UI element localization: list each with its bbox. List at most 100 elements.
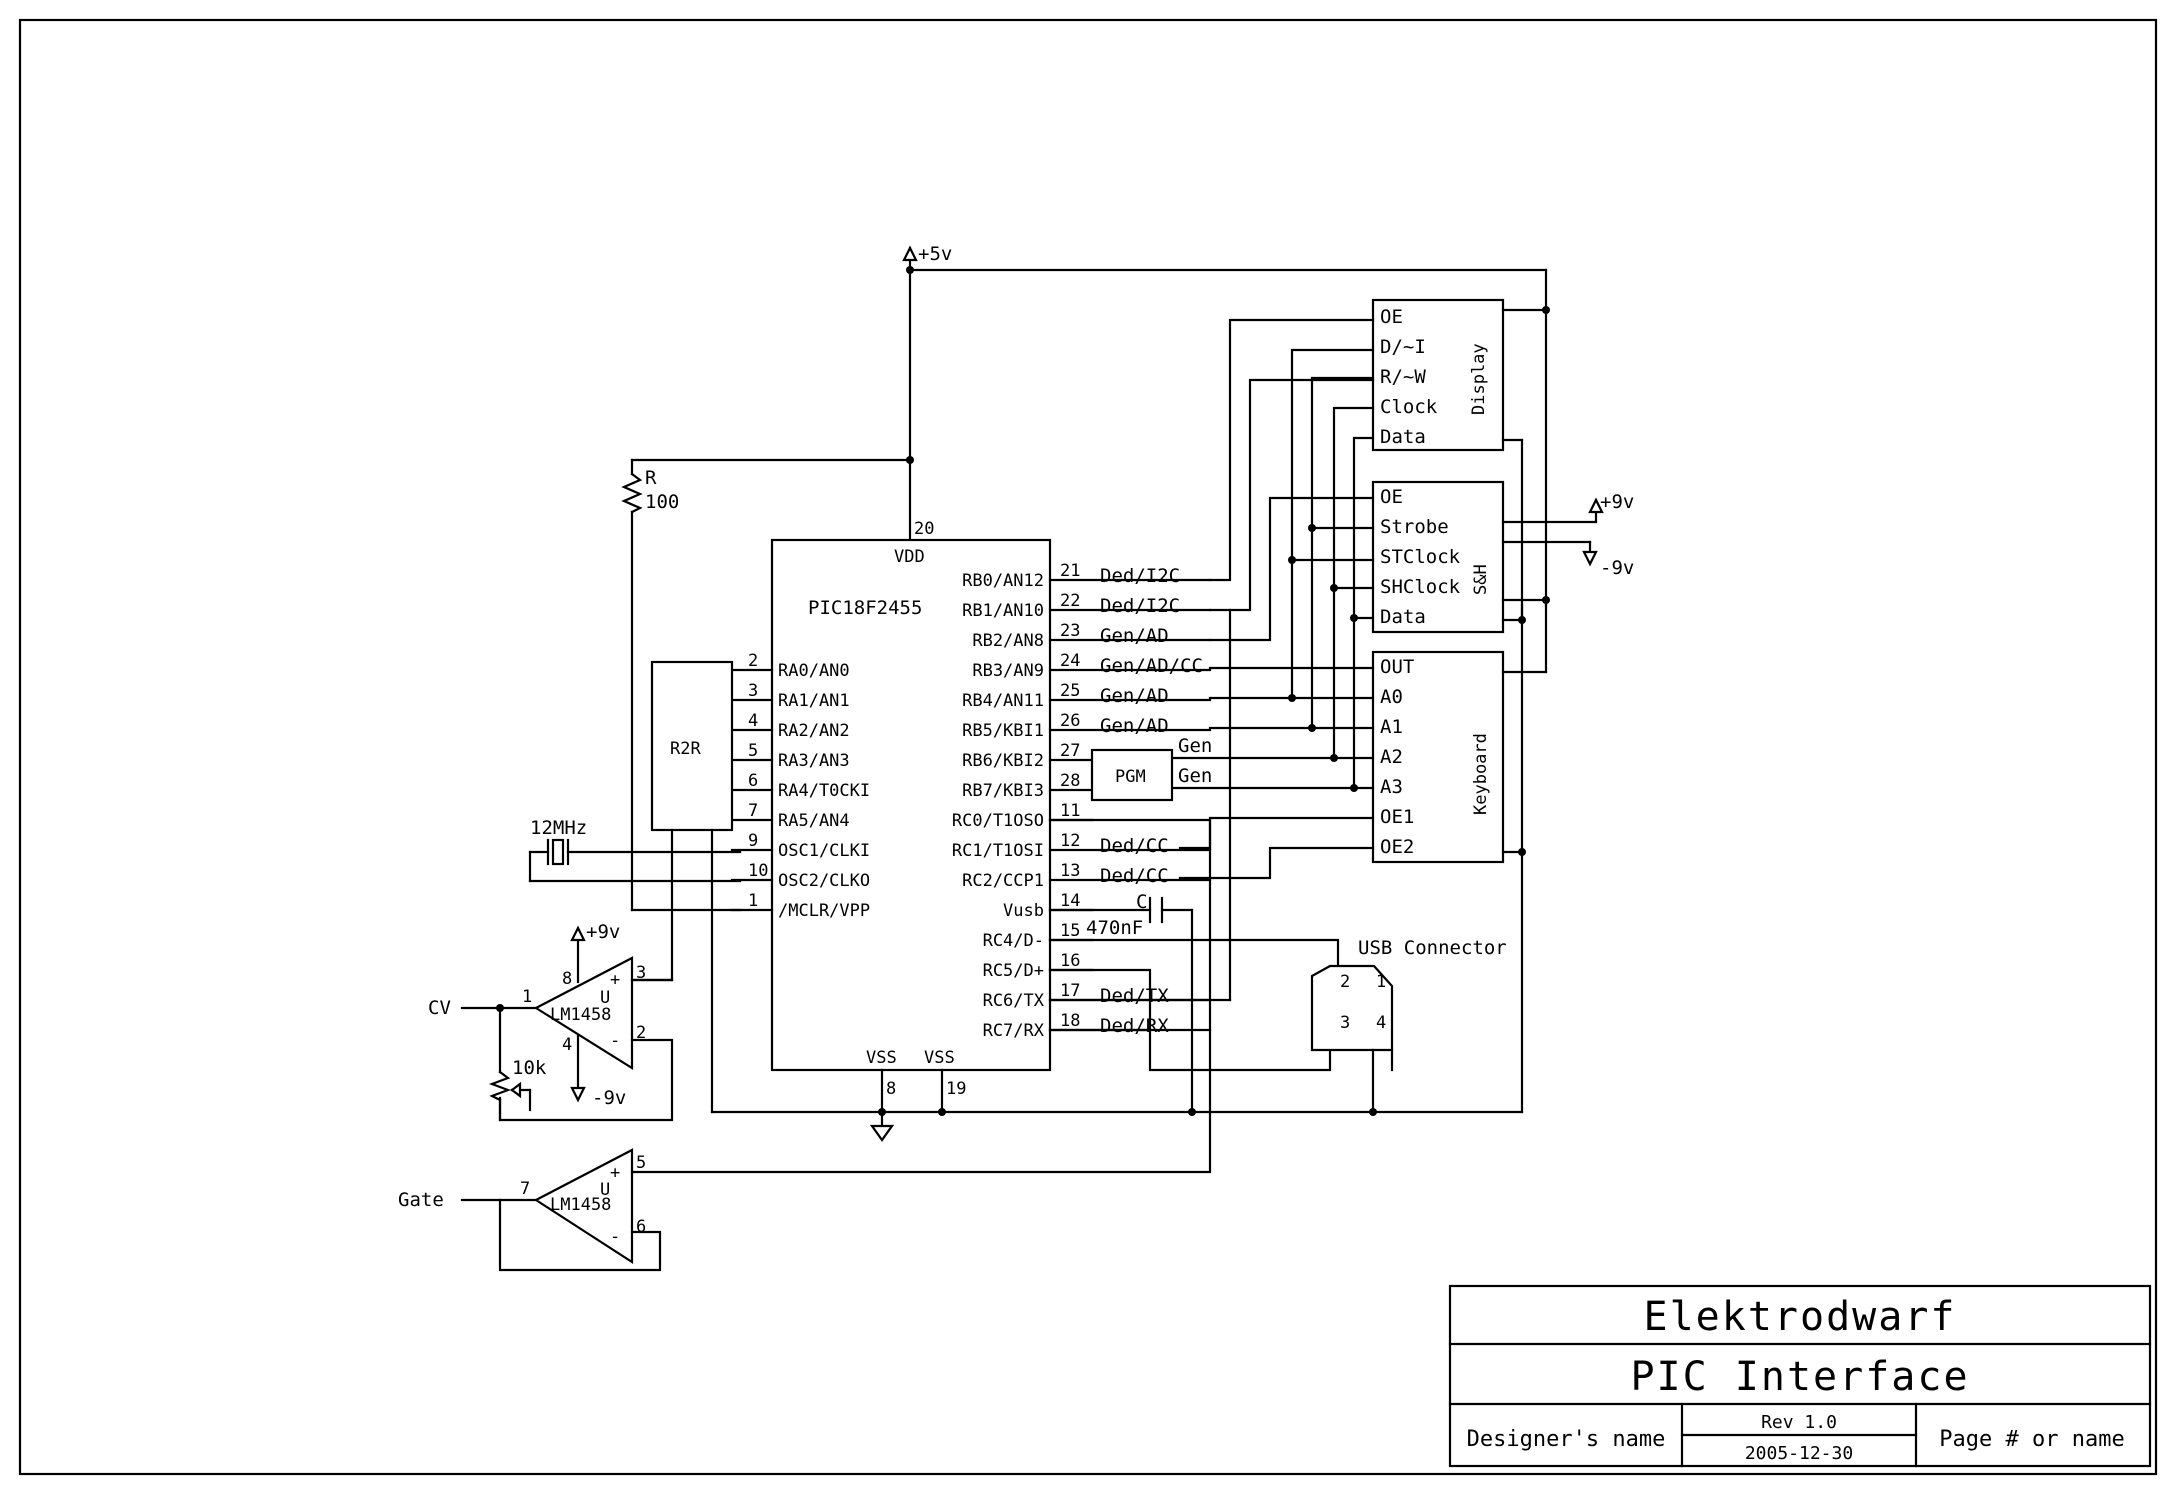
resistor-value: 100 bbox=[645, 491, 679, 513]
pic-left-pin-num: 9 bbox=[748, 831, 758, 851]
capacitor-c: C 470nF bbox=[1048, 891, 1194, 1114]
usb-pin-4: 4 bbox=[1376, 1013, 1386, 1033]
cv-label: CV bbox=[428, 997, 451, 1019]
pic-vss-label-1: VSS bbox=[866, 1048, 897, 1068]
pic-right-pin-num: 15 bbox=[1060, 921, 1080, 941]
pic-right-pin-name: RC1/T1OSI bbox=[952, 841, 1044, 861]
kb-pins-label: OE1 bbox=[1380, 806, 1414, 828]
title-rev: Rev 1.0 bbox=[1761, 1412, 1837, 1433]
pic-right-pin-name: RB6/KBI2 bbox=[962, 751, 1044, 771]
opamp1-pin-1: 1 bbox=[522, 987, 532, 1007]
pic-chip: 20 VDD PIC18F2455 VSS VSS 8 19 bbox=[770, 519, 1052, 1114]
pic-vss-pin-19: 19 bbox=[946, 1079, 966, 1099]
pic-right-pin-num: 12 bbox=[1060, 831, 1080, 851]
usb-pin-3: 3 bbox=[1340, 1013, 1350, 1033]
pic-right-pin-net: Ded/CC bbox=[1100, 835, 1169, 857]
pic-right-pin-net: Ded/RX bbox=[1100, 1015, 1169, 1037]
pic-right-pin-name: RC6/TX bbox=[983, 991, 1045, 1011]
sh-title: S&H bbox=[1471, 564, 1491, 595]
pic-right-pin-net: Gen/AD/CC bbox=[1100, 655, 1203, 677]
pic-right-pin-net: Ded/CC bbox=[1100, 865, 1169, 887]
pic-right-pin-name: RB3/AN9 bbox=[972, 661, 1044, 681]
pic-vss-pin-8: 8 bbox=[886, 1079, 896, 1099]
kb-pins-label: A2 bbox=[1380, 746, 1403, 768]
pic-left-pin-name: RA2/AN2 bbox=[778, 721, 850, 741]
vcc5-label: +5v bbox=[918, 243, 952, 265]
title-company: Elektrodwarf bbox=[1644, 1294, 1957, 1340]
sh-pins-label: SHClock bbox=[1380, 576, 1461, 598]
opamp1-pin-2: 2 bbox=[636, 1023, 646, 1043]
pic-right-pin-num: 28 bbox=[1060, 771, 1080, 791]
pic-vss-label-2: VSS bbox=[924, 1048, 955, 1068]
pic-right-pin-name: RC5/D+ bbox=[983, 961, 1044, 981]
pic-right-pin-num: 18 bbox=[1060, 1011, 1080, 1031]
keyboard-title: Keyboard bbox=[1471, 733, 1491, 815]
kb-pins-label: OE2 bbox=[1380, 836, 1414, 858]
vneg9-label: -9v bbox=[1600, 557, 1634, 579]
pic-left-pin-num: 1 bbox=[748, 891, 758, 911]
pic-right-pin-name: RB4/AN11 bbox=[962, 691, 1044, 711]
pic-right-pin-num: 22 bbox=[1060, 591, 1080, 611]
sh-pins-label: OE bbox=[1380, 486, 1403, 508]
keyboard-block: Keyboard bbox=[1371, 650, 1505, 864]
pic-left-pin-num: 4 bbox=[748, 711, 758, 731]
display-block: Display bbox=[1371, 298, 1505, 452]
pic-vdd-pin: 20 bbox=[914, 519, 934, 539]
cap-value: 470nF bbox=[1086, 917, 1143, 939]
pic-right-pin-num: 27 bbox=[1060, 741, 1080, 761]
opamp1-ref: U bbox=[600, 988, 610, 1008]
opamp2-ref: U bbox=[600, 1180, 610, 1200]
pic-right-pin-name: RB7/KBI3 bbox=[962, 781, 1044, 801]
pic-left-pin-name: RA3/AN3 bbox=[778, 751, 850, 771]
sh-block: S&H bbox=[1371, 480, 1505, 634]
pic-left-pin-name: /MCLR/VPP bbox=[778, 901, 870, 921]
pic-right-pin-net: Ded/TX bbox=[1100, 985, 1169, 1007]
title-main: PIC Interface bbox=[1630, 1354, 1969, 1400]
pic-left-pin-num: 6 bbox=[748, 771, 758, 791]
opamp1-minus: - bbox=[610, 1031, 620, 1051]
kb-pins-label: A0 bbox=[1380, 686, 1403, 708]
opamp1-pin-3: 3 bbox=[636, 963, 646, 983]
usb-label: USB Connector bbox=[1358, 937, 1507, 959]
pic-left-pin-name: RA4/T0CKI bbox=[778, 781, 870, 801]
pic-left-pin-num: 2 bbox=[748, 651, 758, 671]
pic-right-pin-num: 23 bbox=[1060, 621, 1080, 641]
sh-pins-label: Data bbox=[1380, 606, 1426, 628]
opamp2-plus: + bbox=[610, 1163, 620, 1183]
pic-left-pin-num: 5 bbox=[748, 741, 758, 761]
opamp-pos-label: +9v bbox=[586, 921, 620, 943]
crystal-label: 12MHz bbox=[530, 817, 587, 839]
title-designer: Designer's name bbox=[1467, 1427, 1666, 1452]
pic-right-pin-net: Gen/AD bbox=[1100, 715, 1169, 737]
pic-right-pin-num: 26 bbox=[1060, 711, 1080, 731]
cap-ref: C bbox=[1136, 891, 1147, 913]
opamp-neg-label: -9v bbox=[592, 1087, 626, 1109]
r2r-block: R2R bbox=[650, 660, 734, 832]
pgm-net-1: Gen bbox=[1178, 735, 1212, 757]
vcc9-label: +9v bbox=[1600, 491, 1634, 513]
pic-right-pin-name: RB1/AN10 bbox=[962, 601, 1044, 621]
pic-right-pin-name: RB2/AN8 bbox=[972, 631, 1044, 651]
display-pins-label: Clock bbox=[1380, 396, 1438, 418]
r2r-label: R2R bbox=[670, 739, 701, 759]
pic-left-pin-name: OSC2/CLKO bbox=[778, 871, 870, 891]
display-title: Display bbox=[1469, 343, 1489, 415]
vcc5-symbol: +5v bbox=[902, 243, 952, 272]
pic-right-pin-num: 21 bbox=[1060, 561, 1080, 581]
pot-label: 10k bbox=[512, 1057, 547, 1079]
kb-pins-label: A1 bbox=[1380, 716, 1403, 738]
sh-pins-label: STClock bbox=[1380, 546, 1461, 568]
pic-right-pin-net: Gen/AD bbox=[1100, 625, 1169, 647]
display-pins-label: Data bbox=[1380, 426, 1426, 448]
opamp1-pin-8: 8 bbox=[562, 969, 572, 989]
opamp-2: U LM1458 + - 7 6 5 bbox=[520, 1148, 646, 1265]
resistor-ref: R bbox=[645, 467, 657, 489]
usb-connector: USB Connector 2 1 3 4 bbox=[1310, 937, 1507, 1114]
pic-right-pin-name: RC7/RX bbox=[983, 1021, 1045, 1041]
title-date: 2005-12-30 bbox=[1745, 1443, 1853, 1464]
pic-right-pin-name: RC2/CCP1 bbox=[962, 871, 1044, 891]
